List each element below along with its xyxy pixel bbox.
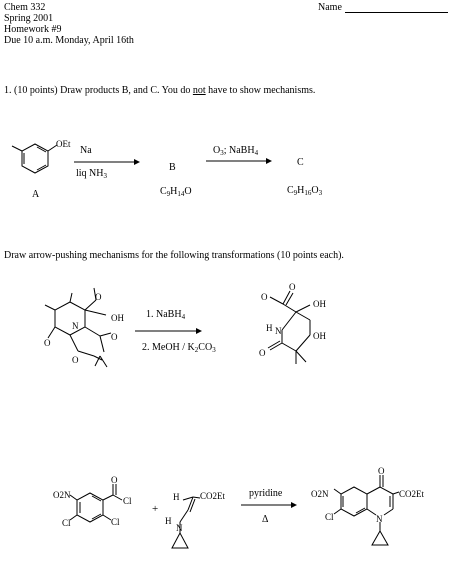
- plus-sign: +: [152, 503, 158, 515]
- mechanisms-instruction: Draw arrow-pushing mechanisms for the fo…: [4, 250, 344, 261]
- mech1-product-ester-oxygen: O: [261, 292, 268, 302]
- reagent-1-bottom: liq NH3: [76, 168, 108, 180]
- compound-a-label: A: [32, 189, 40, 200]
- mech1-carbonyl-oxygen-2: O: [44, 338, 51, 348]
- mech2-product-nitro-group: O2N: [311, 489, 329, 499]
- mech1-product-amide-oxygen: O: [259, 348, 266, 358]
- term: Spring 2001: [4, 13, 54, 24]
- mech2-amine-hydrogen: H: [165, 516, 172, 526]
- name-field-line[interactable]: [345, 12, 448, 13]
- course-title: Chem 332: [4, 2, 46, 13]
- mech1-nitrogen: N: [72, 321, 79, 331]
- mech2-nitro-group: O2N: [53, 490, 71, 500]
- question-1-prompt: 1. (10 points) Draw products B, and C. Y…: [4, 85, 315, 96]
- mech2-product-nitrogen: N: [376, 514, 383, 524]
- mech2-aryl-chlorine-1: Cl: [62, 518, 71, 528]
- mech2-vinyl-hydrogen: H: [173, 492, 180, 502]
- formula-c: C9H16O3: [287, 185, 323, 197]
- mech1-carbonyl-oxygen-3: O: [111, 332, 118, 342]
- mech2-reagent: pyridine: [249, 488, 283, 499]
- mechanism-1-arrowhead: [196, 328, 202, 334]
- mech1-product-hydroxyl-2: OH: [313, 331, 326, 341]
- mech2-acyl-chlorine: Cl: [123, 496, 132, 506]
- mech1-step-1: 1. NaBH4: [146, 309, 186, 321]
- homework-number: Homework #9: [4, 24, 62, 35]
- formula-b: C9H14O: [160, 186, 192, 198]
- question-1-suffix: have to show mechanisms.: [205, 85, 316, 96]
- mech2-ester-group: CO2Et: [200, 491, 226, 501]
- mech2-product-ketone-oxygen: O: [378, 466, 385, 476]
- arrowhead-2: [266, 158, 272, 164]
- compound-a-substituent: OEt: [56, 139, 71, 149]
- mech1-product-nitrogen: N: [275, 326, 282, 336]
- due-date: Due 10 a.m. Monday, April 16th: [4, 35, 134, 46]
- compound-a-structure: [11, 143, 58, 174]
- mechanism-1-reactant: [44, 287, 112, 368]
- mechanism-1-product: [267, 290, 311, 364]
- product-c-label: C: [297, 157, 304, 168]
- mech2-heat-symbol: Δ: [262, 514, 269, 525]
- mech1-product-carbonyl-oxygen: O: [289, 282, 296, 292]
- mech2-aryl-chlorine-2: Cl: [111, 517, 120, 527]
- mechanism-2-reactant-1: [69, 484, 123, 523]
- product-b-label: B: [169, 162, 176, 173]
- mech1-step-2: 2. MeOH / K2CO3: [142, 342, 216, 354]
- reagent-2-top: O3; NaBH4: [213, 145, 259, 157]
- mechanism-2-product: [333, 475, 400, 546]
- mech2-product-ester-group: CO2Et: [399, 489, 425, 499]
- mechanism-2-arrowhead: [291, 502, 297, 508]
- name-label: Name: [318, 2, 342, 13]
- mech1-product-nh-hydrogen: H: [266, 323, 273, 333]
- reagent-1-top: Na: [80, 145, 92, 156]
- arrowhead-1: [134, 159, 140, 165]
- mech2-amine-nitrogen: N: [176, 523, 183, 533]
- mech2-product-chlorine: Cl: [325, 512, 334, 522]
- mechanism-2-reactant-2: [171, 496, 201, 549]
- question-1-prefix: 1. (10 points) Draw products B, and C. Y…: [4, 85, 193, 96]
- mech1-product-hydroxyl-1: OH: [313, 299, 326, 309]
- mech1-hydroxyl-1: OH: [111, 313, 124, 323]
- mech2-acyl-oxygen: O: [111, 475, 118, 485]
- mech1-carbonyl-oxygen-4: O: [72, 355, 79, 365]
- mech1-carbonyl-oxygen-1: O: [95, 292, 102, 302]
- question-1-emphasis: not: [192, 85, 206, 96]
